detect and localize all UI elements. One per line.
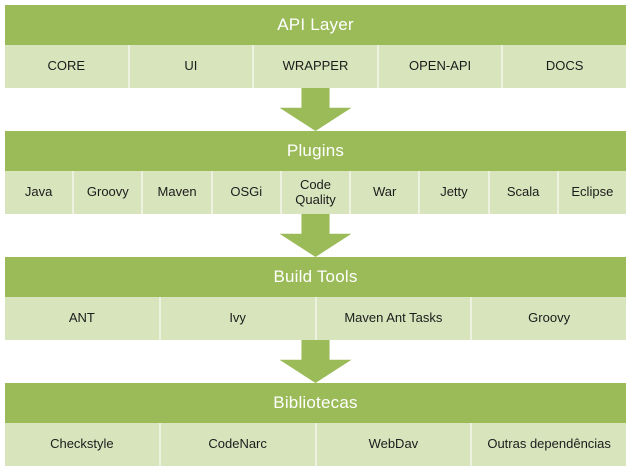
section-row-plugins: Java Groovy Maven OSGi Code Quality War … xyxy=(5,171,626,214)
section-header-build-tools: Build Tools xyxy=(5,257,626,297)
section-header-plugins: Plugins xyxy=(5,131,626,171)
cell-ui: UI xyxy=(129,45,253,88)
cell-groovy: Groovy xyxy=(74,171,142,214)
section-row-api-layer: CORE UI WRAPPER OPEN-API DOCS xyxy=(5,45,626,88)
cell-checkstyle: Checkstyle xyxy=(5,423,159,466)
cell-core: CORE xyxy=(5,45,128,88)
cell-groovy-build: Groovy xyxy=(472,297,626,340)
section-title: Bibliotecas xyxy=(273,393,358,412)
cell-maven: Maven xyxy=(143,171,211,214)
layer-stack: API Layer CORE UI WRAPPER OPEN-API DOCS … xyxy=(5,5,626,466)
section-header-bibliotecas: Bibliotecas xyxy=(5,383,626,423)
down-block-arrow-icon xyxy=(279,340,352,383)
cell-outras-dependencias: Outras dependências xyxy=(472,423,626,466)
section-row-build-tools: ANT Ivy Maven Ant Tasks Groovy xyxy=(5,297,626,340)
arrow-gap-3 xyxy=(5,340,626,383)
arrow-gap-1 xyxy=(5,88,626,131)
cell-scala: Scala xyxy=(489,171,557,214)
section-title: Build Tools xyxy=(273,267,358,286)
cell-wrapper: WRAPPER xyxy=(254,45,377,88)
cell-webdav: WebDav xyxy=(316,423,471,466)
cell-jetty: Jetty xyxy=(420,171,488,214)
down-block-arrow-icon xyxy=(279,88,352,131)
arrow-gap-2 xyxy=(5,214,626,257)
cell-ant: ANT xyxy=(5,297,159,340)
cell-code-quality: Code Quality xyxy=(281,171,350,214)
section-header-api-layer: API Layer xyxy=(5,5,626,45)
cell-war: War xyxy=(351,171,419,214)
cell-java: Java xyxy=(5,171,73,214)
cell-eclipse: Eclipse xyxy=(558,171,626,214)
down-block-arrow-icon xyxy=(279,214,352,257)
cell-osgi: OSGi xyxy=(212,171,280,214)
cell-codenarc: CodeNarc xyxy=(160,423,315,466)
section-row-bibliotecas: Checkstyle CodeNarc WebDav Outras depend… xyxy=(5,423,626,466)
cell-ivy: Ivy xyxy=(160,297,315,340)
cell-maven-ant-tasks: Maven Ant Tasks xyxy=(316,297,471,340)
cell-open-api: OPEN-API xyxy=(378,45,502,88)
section-title: Plugins xyxy=(286,141,345,160)
section-title: API Layer xyxy=(277,15,354,34)
cell-docs: DOCS xyxy=(503,45,626,88)
